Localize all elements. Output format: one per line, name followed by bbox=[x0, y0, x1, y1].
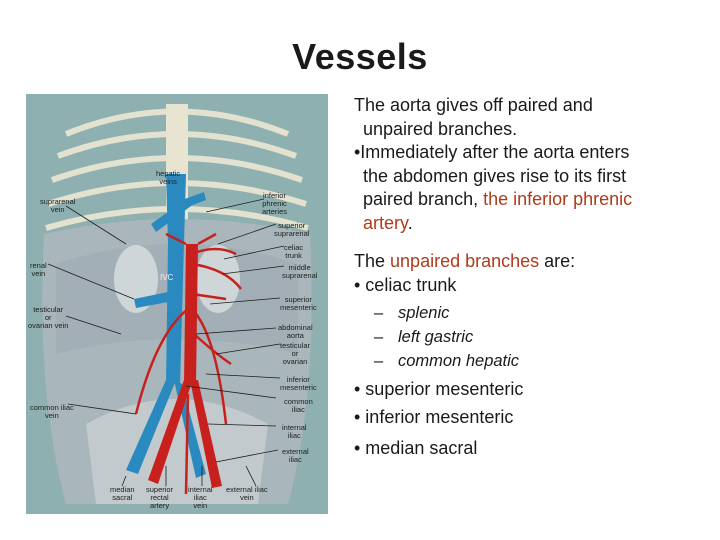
bullet-immediately-a: •Immediately after the aorta enters bbox=[354, 142, 630, 162]
label-superior-suprarenal: superior suprarenal bbox=[274, 221, 310, 238]
label-common-iliac: common iliac bbox=[284, 397, 313, 414]
label-internal-iliac: internal iliac bbox=[282, 423, 307, 440]
bullet-median-sacral: • median sacral bbox=[354, 438, 478, 458]
label-celiac-trunk: celiac trunk bbox=[284, 243, 304, 260]
sub-item-common-hepatic: –common hepatic bbox=[354, 349, 714, 373]
bullet-inferior-mesenteric: • inferior mesenteric bbox=[354, 407, 514, 427]
left-kidney bbox=[196, 245, 240, 313]
highlight-artery: artery bbox=[363, 212, 408, 233]
bullet-superior-mesenteric: • superior mesenteric bbox=[354, 379, 524, 399]
dash-marker: – bbox=[374, 352, 384, 370]
dash-marker: – bbox=[374, 304, 384, 322]
bullet-immediately-b: the abdomen gives rise to its first bbox=[363, 165, 627, 186]
label-testicular-ovarian-vein: testicular or ovarian vein bbox=[28, 305, 69, 330]
intro-line-2: unpaired branches. bbox=[363, 118, 518, 139]
aorta-artery bbox=[148, 244, 222, 488]
sub-item-splenic: –splenic bbox=[354, 301, 714, 325]
pointer-lines bbox=[47, 198, 285, 487]
bullet-immediately-d: artery. bbox=[354, 212, 714, 236]
label-testicular-ovarian: testicular or ovarian bbox=[280, 341, 311, 366]
highlight-inferior-phrenic: the inferior phrenic bbox=[483, 189, 633, 209]
anatomy-drawing bbox=[26, 94, 328, 514]
label-hepatic-veins: hepatic veins bbox=[156, 169, 181, 186]
sub-item-label: left gastric bbox=[398, 328, 474, 346]
text-column: The aorta gives off paired and unpaired … bbox=[354, 94, 714, 465]
bullet-celiac-trunk: • celiac trunk bbox=[354, 274, 457, 295]
unpaired-lead: The unpaired branches are: bbox=[354, 250, 714, 274]
arterial-branches bbox=[134, 232, 242, 495]
label-internal-iliac-vein: internal iliac vein bbox=[188, 485, 213, 510]
dash-marker: – bbox=[374, 328, 384, 346]
label-ivc: IVC bbox=[160, 273, 174, 282]
label-suprarenal-vein: suprarenal vein bbox=[40, 197, 76, 214]
label-renal-vein: renal vein bbox=[30, 261, 47, 278]
label-common-iliac-vein: common iliac vein bbox=[30, 403, 74, 420]
label-superior-rectal-artery: superior rectal artery bbox=[146, 485, 174, 510]
sub-item-label: common hepatic bbox=[398, 352, 520, 370]
label-inferior-phrenic-arteries: inferior phrenic arteries bbox=[262, 191, 288, 216]
intro-line-1: The aorta gives off paired and bbox=[354, 95, 593, 115]
sub-item-left-gastric: –left gastric bbox=[354, 325, 714, 349]
highlight-unpaired-branches: unpaired branches bbox=[390, 251, 540, 271]
sub-item-label: splenic bbox=[398, 304, 450, 322]
label-median-sacral: median sacral bbox=[110, 485, 135, 502]
label-middle-suprarenal: middle suprarenal bbox=[282, 263, 318, 280]
label-inferior-mesenteric: inferior mesenteric bbox=[280, 375, 317, 392]
text-paired-branch: paired branch, bbox=[363, 189, 484, 209]
abdominal-vessels-illustration: hepatic veins suprarenal vein inferior p… bbox=[26, 94, 328, 514]
text-are: are: bbox=[539, 251, 576, 271]
label-external-iliac: external iliac bbox=[282, 447, 309, 464]
label-superior-mesenteric: superior mesenteric bbox=[280, 295, 317, 312]
label-external-iliac-vein: external iliac vein bbox=[226, 485, 268, 502]
text-period: . bbox=[407, 212, 413, 233]
label-abdominal-aorta: abdominal aorta bbox=[278, 323, 313, 340]
bullet-immediately-c: paired branch, the inferior phrenic bbox=[354, 188, 714, 212]
text-the: The bbox=[354, 251, 391, 271]
right-kidney bbox=[114, 245, 158, 313]
slide-title: Vessels bbox=[292, 36, 428, 77]
